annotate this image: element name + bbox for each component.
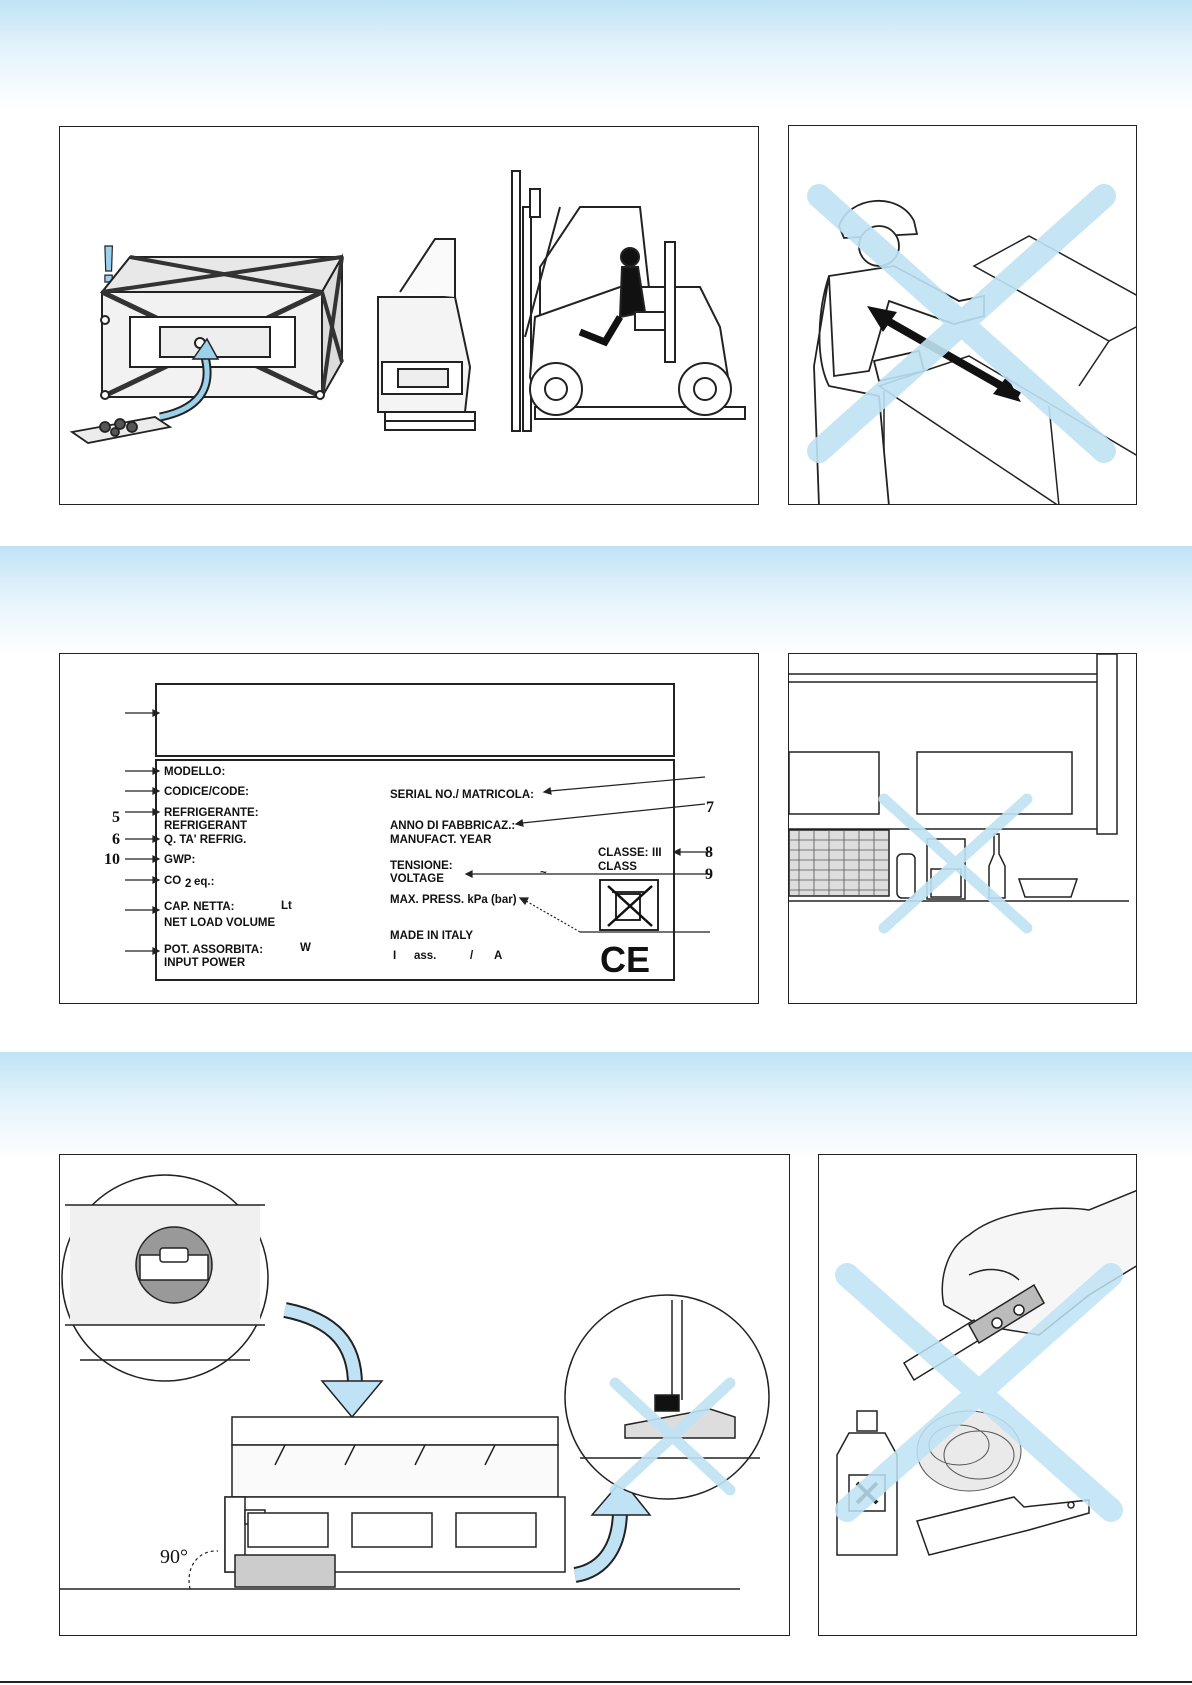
angle-label: 90°: [160, 1546, 188, 1568]
label-amp-a: A: [494, 950, 502, 962]
parts-tray-icon: [69, 416, 173, 444]
label-pot-unit: W: [300, 942, 311, 954]
label-classe: CLASSE:: [598, 847, 648, 859]
spirit-level-zoom: [61, 1174, 269, 1382]
label-co2-eq: eq.:: [194, 876, 214, 888]
prohibited-cross-icon: [609, 1377, 736, 1496]
label-refrigerante: REFRIGERANTE:: [164, 807, 259, 819]
label-modello: MODELLO:: [164, 766, 225, 778]
label-anno: ANNO DI FABBRICAZ.:: [390, 820, 515, 832]
label-cap-unit: Lt: [281, 900, 292, 912]
display-counter-icon: [60, 1416, 740, 1590]
callout-7: 7: [706, 799, 714, 816]
label-codice: CODICE/CODE:: [164, 786, 249, 798]
no-storage-panel: [788, 653, 1137, 1004]
label-refrigerant: REFRIGERANT: [164, 820, 247, 832]
gloved-hand-icon: [941, 1190, 1136, 1336]
header-band-1: [0, 0, 1192, 110]
ce-mark: CE: [600, 939, 650, 980]
label-voltage: VOLTAGE: [390, 873, 444, 885]
forklift-icon: [377, 170, 746, 432]
prohibited-cross-icon: [878, 793, 1033, 934]
nameplate-diagram: 5 6 10 MODELLO: CODICE/CODE: REFRIGERANT…: [104, 683, 714, 981]
grille-icon: [789, 830, 889, 896]
transport-panel: !: [59, 126, 759, 505]
label-gwp: GWP:: [164, 854, 195, 866]
foot-wedge-zoom: [564, 1294, 770, 1500]
header-band-3: [0, 1052, 1192, 1162]
callout-6: 6: [112, 831, 120, 848]
label-co2: CO: [164, 875, 181, 887]
reach-arrow-icon: [877, 312, 1021, 400]
callout-9: 9: [705, 866, 713, 883]
no-storage-illustration: [789, 654, 1129, 934]
no-leaning-panel: [788, 125, 1137, 505]
bottom-rule: [0, 1681, 1192, 1683]
nameplate-header-box: [155, 683, 675, 757]
label-cap-netta: CAP. NETTA:: [164, 901, 235, 913]
prohibited-cross-icon: [835, 1263, 1123, 1522]
transport-illustration: !: [69, 170, 746, 444]
worker-icon: [813, 199, 985, 504]
label-co2-sub: 2: [185, 878, 191, 890]
callout-5: 5: [112, 809, 120, 826]
label-manufact: MANUFACT. YEAR: [390, 834, 492, 846]
no-leaning-illustration: [807, 184, 1136, 504]
label-pot-assorbita: POT. ASSORBITA:: [164, 944, 263, 956]
no-abrasives-panel: [818, 1154, 1137, 1636]
nameplate-panel: 5 6 10 MODELLO: CODICE/CODE: REFRIGERANT…: [59, 653, 759, 1004]
no-abrasives-illustration: [835, 1190, 1136, 1556]
label-amp-ass: ass.: [414, 950, 436, 962]
label-amp-slash: /: [470, 950, 474, 962]
label-tilde: ~: [540, 867, 547, 879]
label-input-power: INPUT POWER: [164, 957, 246, 969]
callout-8: 8: [705, 844, 713, 861]
label-made-in: MADE IN ITALY: [390, 930, 473, 942]
display-case-icon: [789, 654, 1129, 902]
angle-arc-icon: [188, 1550, 219, 1590]
label-class: CLASS: [598, 861, 637, 873]
label-amp-i: I: [393, 950, 396, 962]
header-band-2: [0, 546, 1192, 656]
callout-10: 10: [104, 851, 120, 868]
nameplate-body-box: [155, 759, 675, 981]
label-qta-refrig: Q. TA' REFRIG.: [164, 834, 246, 846]
crate-icon: [99, 253, 344, 401]
callout-arrows-right: [464, 776, 710, 933]
prohibited-cross-icon: [807, 184, 1116, 463]
installation-illustration: 90°: [60, 1174, 770, 1590]
weee-bin-icon: [599, 879, 659, 931]
scraper-icon: [916, 1496, 1090, 1556]
installation-panel: 90°: [59, 1154, 790, 1636]
label-serial: SERIAL NO./ MATRICOLA:: [390, 789, 534, 801]
label-max-press: MAX. PRESS. kPa (bar): [390, 894, 517, 906]
callout-arrows-left: [125, 709, 161, 955]
label-net-load: NET LOAD VOLUME: [164, 917, 275, 929]
label-classe-val: III: [652, 847, 662, 859]
label-tensione: TENSIONE:: [390, 860, 453, 872]
